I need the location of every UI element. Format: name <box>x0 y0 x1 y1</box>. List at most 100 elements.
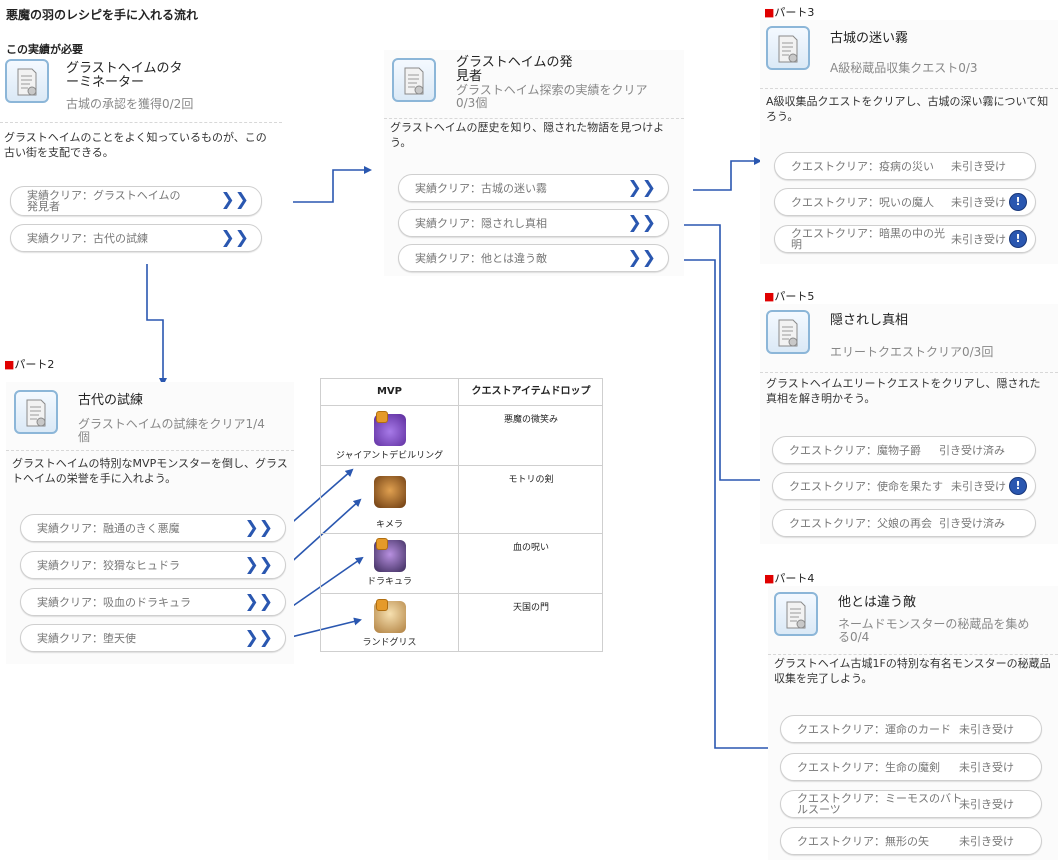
arrow-main-to-part2 <box>146 256 167 386</box>
achievement-item[interactable]: 実績クリア：融通のきく悪魔 ❯❯ <box>20 514 286 542</box>
chevron-right-icon: ❯❯ <box>244 518 274 538</box>
card-description: グラストヘイムの歴史を知り、隠された物語を見つけよう。 <box>390 121 665 149</box>
achievement-item[interactable]: 実績クリア：他とは違う敵 ❯❯ <box>398 244 669 272</box>
achievement-card-discoverer: グラストヘイムの発 見者 グラストヘイム探索の実績をクリア 0/3個 グラストヘ… <box>384 50 684 276</box>
card-title: 他とは違う敵 <box>838 595 917 610</box>
scroll-icon <box>14 390 58 434</box>
achievement-card-part2: 古代の試練 グラストヘイムの試練をクリア1/4 個 グラストヘイムの特別なMVP… <box>6 382 294 664</box>
chimera-icon <box>374 476 406 508</box>
achievement-item-label: 実績クリア：堕天使 <box>37 631 136 645</box>
achievement-card-main: グラストヘイムのタ ーミネーター 古城の承認を獲得0/2回 グラストヘイムのこと… <box>0 54 282 264</box>
drop-item-name: 血の呪い <box>512 543 549 553</box>
column-divider <box>458 379 459 651</box>
mvp-table: MVP クエストアイテムドロップ ジャイアントデビルリング 悪魔の微笑み キメラ… <box>320 378 603 652</box>
achievement-item[interactable]: 実績クリア：堕天使 ❯❯ <box>20 624 286 652</box>
quest-item-status: 未引き受け <box>959 798 1014 811</box>
achievement-item-label: 実績クリア：グラストヘイムの 発見者 <box>27 189 181 213</box>
quest-item-status: 未引き受け <box>959 761 1014 774</box>
achievement-card-part4: 他とは違う敵 ネームドモンスターの秘蔵品を集め る0/4 グラストヘイム古城1F… <box>768 586 1058 860</box>
quest-item-status: 未引き受け <box>959 723 1014 736</box>
chevron-right-icon: ❯❯ <box>627 248 657 268</box>
part-label-3: ■パート3 <box>764 4 814 20</box>
card-header: グラストヘイムのタ ーミネーター 古城の承認を獲得0/2回 <box>0 54 282 123</box>
mvp-badge-icon <box>376 411 388 423</box>
quest-item[interactable]: クエストクリア：疫病の災い 未引き受け <box>774 152 1036 180</box>
part-marker: ■ <box>764 6 775 19</box>
scroll-icon <box>5 59 49 103</box>
part-label-2: ■パート2 <box>4 356 54 372</box>
quest-item[interactable]: クエストクリア：生命の魔剣 未引き受け <box>780 753 1042 781</box>
card-header: 古城の迷い霧 A級秘蔵品収集クエスト0/3 <box>760 20 1058 89</box>
chevron-right-icon: ❯❯ <box>220 190 250 210</box>
arrow-part2-to-mvp-1 <box>286 468 354 528</box>
card-subtitle: 古城の承認を獲得0/2回 <box>66 97 194 111</box>
achievement-item[interactable]: 実績クリア：吸血のドラキュラ ❯❯ <box>20 588 286 616</box>
quest-item[interactable]: クエストクリア：父娘の再会 引き受け済み <box>772 509 1036 537</box>
achievement-item-label: 実績クリア：古城の迷い霧 <box>415 181 547 195</box>
card-description: グラストヘイムのことをよく知っているものが、この古い街を支配できる。 <box>4 131 267 159</box>
quest-item-status: 未引き受け <box>951 233 1006 246</box>
quest-item-label: クエストクリア：疫病の災い <box>791 159 934 173</box>
drop-item-name: 天国の門 <box>512 603 549 613</box>
card-description: グラストヘイム古城1Fの特別な有名モンスターの秘蔵品収集を完了しよう。 <box>774 657 1051 685</box>
card-description: A級収集品クエストをクリアし、古城の深い霧について知ろう。 <box>766 95 1049 123</box>
requirement-label: この実績が必要 <box>6 43 83 56</box>
quest-item[interactable]: クエストクリア：使命を果たす 未引き受け ! <box>772 472 1036 500</box>
arrow-discoverer-to-part4 <box>668 259 778 752</box>
part-label-text: パート2 <box>14 358 55 371</box>
card-title: 古城の迷い霧 <box>830 31 909 46</box>
part-marker: ■ <box>764 572 775 585</box>
chevron-right-icon: ❯❯ <box>244 592 274 612</box>
arrow-part2-to-mvp-3 <box>286 556 364 611</box>
scroll-icon <box>766 26 810 70</box>
card-description: グラストヘイムエリートクエストをクリアし、隠された真相を解き明かそう。 <box>766 377 1041 405</box>
quest-item[interactable]: クエストクリア：暗黒の中の光 明 未引き受け ! <box>774 225 1036 253</box>
part-marker: ■ <box>764 290 775 303</box>
arrow-discoverer-to-part3 <box>693 157 762 191</box>
chevron-right-icon: ❯❯ <box>627 213 657 233</box>
exclamation-icon[interactable]: ! <box>1009 193 1027 211</box>
quest-item-status: 未引き受け <box>951 160 1006 173</box>
quest-item-label: クエストクリア：ミーモスのバト ルスーツ <box>797 792 963 816</box>
table-row: ジャイアントデビルリング 悪魔の微笑み <box>321 405 602 466</box>
achievement-item[interactable]: 実績クリア：グラストヘイムの 発見者 ❯❯ <box>10 186 262 216</box>
achievement-item-label: 実績クリア：吸血のドラキュラ <box>37 595 191 609</box>
achievement-item-label: 実績クリア：古代の試練 <box>27 231 148 245</box>
part-label-4: ■パート4 <box>764 570 814 586</box>
achievement-item-label: 実績クリア：狡猾なヒュドラ <box>37 558 180 572</box>
achievement-card-part5: 隠されし真相 エリートクエストクリア0/3回 グラストヘイムエリートクエストをク… <box>760 304 1058 544</box>
scroll-icon <box>774 592 818 636</box>
mvp-name: ジャイアントデビルリング <box>335 451 444 461</box>
quest-item[interactable]: クエストクリア：呪いの魔人 未引き受け ! <box>774 188 1036 216</box>
quest-item[interactable]: クエストクリア：ミーモスのバト ルスーツ 未引き受け <box>780 790 1042 818</box>
exclamation-icon[interactable]: ! <box>1009 477 1027 495</box>
chevron-right-icon: ❯❯ <box>244 555 274 575</box>
quest-item-label: クエストクリア：生命の魔剣 <box>797 760 940 774</box>
part-marker: ■ <box>4 358 15 371</box>
mvp-badge-icon <box>376 599 388 611</box>
quest-item[interactable]: クエストクリア：運命のカード 未引き受け <box>780 715 1042 743</box>
exclamation-icon[interactable]: ! <box>1009 230 1027 248</box>
achievement-item[interactable]: 実績クリア：隠されし真相 ❯❯ <box>398 209 669 237</box>
quest-item[interactable]: クエストクリア：無形の矢 未引き受け <box>780 827 1042 855</box>
quest-item-label: クエストクリア：運命のカード <box>797 722 951 736</box>
quest-item-status: 未引き受け <box>951 480 1006 493</box>
achievement-item[interactable]: 実績クリア：古代の試練 ❯❯ <box>10 224 262 252</box>
quest-item[interactable]: クエストクリア：魔物子爵 引き受け済み <box>772 436 1036 464</box>
part-label-5: ■パート5 <box>764 288 814 304</box>
drop-item-name: モトリの剣 <box>508 475 554 485</box>
quest-item-label: クエストクリア：父娘の再会 <box>789 516 932 530</box>
table-header-drop: クエストアイテムドロップ <box>471 386 591 397</box>
card-subtitle: A級秘蔵品収集クエスト0/3 <box>830 61 978 75</box>
quest-item-status: 引き受け済み <box>939 444 1005 457</box>
mvp-name: キメラ <box>375 520 403 530</box>
arrow-discoverer-to-part5 <box>668 224 774 484</box>
card-header: 他とは違う敵 ネームドモンスターの秘蔵品を集め る0/4 <box>768 586 1058 655</box>
achievement-item[interactable]: 実績クリア：狡猾なヒュドラ ❯❯ <box>20 551 286 579</box>
achievement-item[interactable]: 実績クリア：古城の迷い霧 ❯❯ <box>398 174 669 202</box>
page-title: 悪魔の羽のレシピを手に入れる流れ <box>6 8 199 22</box>
card-header: グラストヘイムの発 見者 グラストヘイム探索の実績をクリア 0/3個 <box>384 50 684 119</box>
mvp-name: ランドグリス <box>362 638 417 648</box>
arrow-main-to-discoverer <box>293 166 372 203</box>
